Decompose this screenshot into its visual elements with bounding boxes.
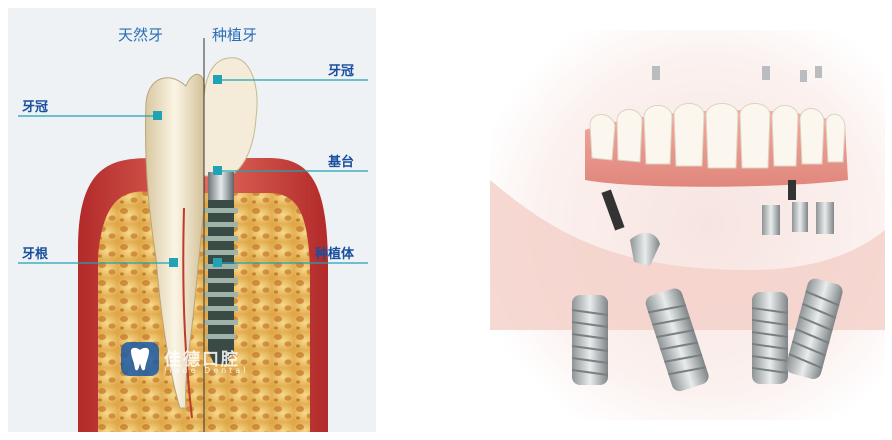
label-implant: 种植体 (315, 243, 354, 262)
label-crown-implant: 牙冠 (328, 60, 354, 79)
label-root: 牙根 (22, 243, 48, 262)
tooth-vs-implant-diagram: 天然牙 种植牙 牙冠 牙根 牙冠 基台 种植体 佳德口腔 Jiade Denta… (8, 8, 376, 432)
watermark-sub: Jiade Dental (164, 366, 248, 375)
tooth-logo-icon (120, 341, 160, 377)
bridge-illustration (490, 30, 885, 420)
implant-tooth-header: 种植牙 (212, 24, 257, 45)
implant-screw (204, 200, 238, 364)
brand-watermark: 佳德口腔 Jiade Dental (120, 341, 300, 381)
natural-tooth-header: 天然牙 (118, 24, 163, 45)
implant-bridge-illustration (490, 30, 885, 420)
label-abutment: 基台 (328, 151, 354, 170)
label-crown-natural: 牙冠 (22, 96, 48, 115)
